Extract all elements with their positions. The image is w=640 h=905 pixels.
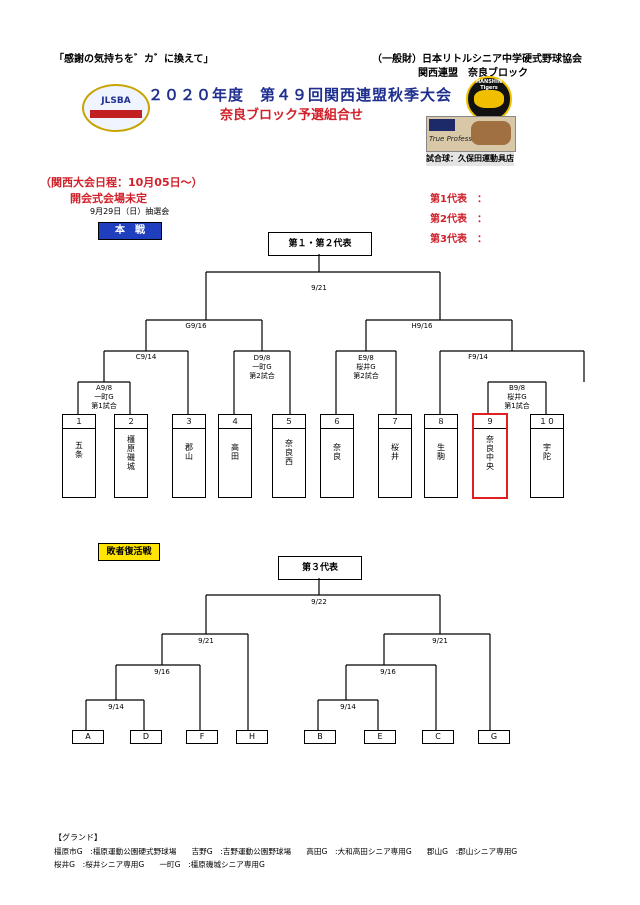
- org-block: 関西連盟 奈良ブロック: [418, 68, 528, 79]
- team-name: 奈良: [332, 443, 342, 461]
- rep-r-right: 9/14: [340, 703, 356, 711]
- team-box[interactable]: ７ 桜井: [378, 414, 412, 498]
- final-date: 9/21: [311, 284, 327, 292]
- team-box[interactable]: ５ 奈良西: [272, 414, 306, 498]
- rep-r-left: 9/14: [108, 703, 124, 711]
- rep-2: 第2代表 ：: [430, 214, 487, 225]
- slot-box[interactable]: F: [186, 730, 218, 744]
- team-box[interactable]: １０ 宇陀: [530, 414, 564, 498]
- team-number: ２: [115, 415, 147, 429]
- team-number: ３: [173, 415, 205, 429]
- team-name: 奈良中央: [485, 435, 495, 471]
- schedule-line1: （関西大会日程：10月05日～）: [40, 176, 203, 189]
- match-f-label: F9/14: [468, 353, 488, 361]
- team-box[interactable]: ８ 生駒: [424, 414, 458, 498]
- slot-box[interactable]: E: [364, 730, 396, 744]
- team-box[interactable]: ２ 橿原磯城: [114, 414, 148, 498]
- rep-3: 第3代表 ：: [430, 234, 487, 245]
- grounds-line2: 桜井G :桜井シニア専用G 一町G :橿原磯城シニア専用G: [54, 860, 265, 869]
- semi-left-label: G9/16: [185, 322, 207, 330]
- rep12-box: 第１・第２代表: [268, 232, 372, 256]
- match-c-label: C9/14: [135, 353, 157, 361]
- grounds-line1: 橿原市G :橿原運動公園硬式野球場 吉野G :吉野運動公園野球場 高田G :大和…: [54, 847, 518, 856]
- team-box-highlighted[interactable]: ９ 奈良中央: [472, 413, 508, 499]
- team-number: ７: [379, 415, 411, 429]
- slot-box[interactable]: C: [422, 730, 454, 744]
- team-number: １: [63, 415, 95, 429]
- team-number: ６: [321, 415, 353, 429]
- team-number: ９: [474, 415, 506, 429]
- slot-box[interactable]: A: [72, 730, 104, 744]
- rep-1: 第1代表 ：: [430, 194, 487, 205]
- league-logo: JLSBA: [82, 84, 150, 132]
- ball-supplier: 試合球：久保田運動具店: [426, 152, 514, 166]
- org-name: （一般財）日本リトルシニア中学硬式野球協会: [372, 54, 582, 65]
- team-number: １０: [531, 415, 563, 429]
- team-box[interactable]: １ 五条: [62, 414, 96, 498]
- slot-box[interactable]: D: [130, 730, 162, 744]
- rep-q-right: 9/16: [380, 668, 396, 676]
- lottery-date: 9月29日（日）抽選会: [90, 207, 170, 216]
- schedule-line2: 開会式会場未定: [70, 192, 147, 205]
- team-number: ４: [219, 415, 251, 429]
- team-name: 高田: [230, 443, 240, 461]
- team-number: ８: [425, 415, 457, 429]
- team-name: 生駒: [436, 443, 446, 461]
- page-subtitle: 奈良ブロック予選組合せ: [220, 108, 364, 123]
- semi-right-label: H9/16: [411, 322, 433, 330]
- team-name: 郡山: [184, 443, 194, 461]
- rep-q-left: 9/16: [154, 668, 170, 676]
- team-name: 奈良西: [284, 439, 294, 466]
- team-box[interactable]: ６ 奈良: [320, 414, 354, 498]
- tigers-logo: HANSHIN Tigers: [466, 76, 512, 122]
- sponsor-image: True Professional: [426, 116, 516, 152]
- rep3-box: 第３代表: [278, 556, 362, 580]
- team-number: ５: [273, 415, 305, 429]
- repechage-label: 敗者復活戦: [98, 543, 160, 561]
- rep-semi-right: 9/21: [432, 637, 448, 645]
- team-box[interactable]: ４ 高田: [218, 414, 252, 498]
- rep-final-date: 9/22: [311, 598, 327, 606]
- page-title: ２０２０年度 第４９回関西連盟秋季大会: [148, 86, 453, 104]
- team-name: 橿原磯城: [126, 435, 136, 471]
- grounds-heading: 【グランド】: [54, 833, 102, 842]
- team-name: 桜井: [390, 443, 400, 461]
- team-box[interactable]: ３ 郡山: [172, 414, 206, 498]
- team-name: 五条: [74, 441, 84, 459]
- team-name: 宇陀: [542, 443, 552, 461]
- rep-semi-left: 9/21: [198, 637, 214, 645]
- main-tournament-label: 本 戦: [98, 222, 162, 240]
- slot-box[interactable]: H: [236, 730, 268, 744]
- slot-box[interactable]: G: [478, 730, 510, 744]
- slogan: 「感謝の気持ちを゛カ゛に換えて」: [54, 54, 214, 65]
- slot-box[interactable]: B: [304, 730, 336, 744]
